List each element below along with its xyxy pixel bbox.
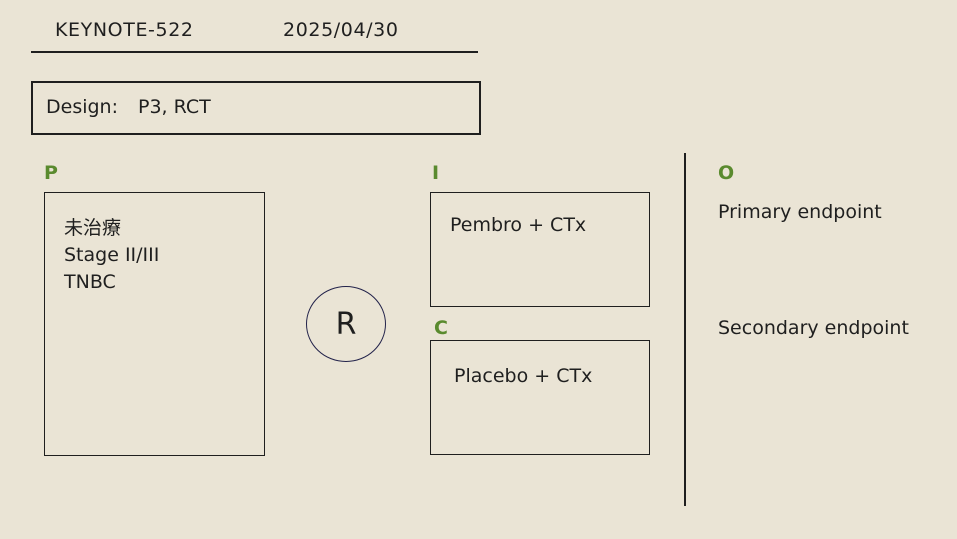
outcome-divider [684,153,686,506]
trial-name: KEYNOTE-522 [55,19,194,41]
design-box: Design: P3, RCT [31,81,481,135]
population-line-disease: TNBC [64,271,116,293]
header-divider [31,51,478,53]
comparator-box: Placebo + CTx [430,340,650,455]
design-value: P3, RCT [138,96,211,118]
primary-endpoint: Primary endpoint [718,201,882,223]
population-line-treatment-status: 未治療 [64,217,122,239]
comparator-letter: C [434,317,448,339]
population-lines: 未治療 Stage II/III TNBC [64,215,159,296]
outcome-letter: O [718,162,735,184]
intervention-letter: I [432,162,440,184]
design-label: Design: [46,96,119,118]
randomization-circle: R [306,286,386,362]
population-letter: P [44,162,58,184]
trial-date: 2025/04/30 [283,19,399,41]
comparator-text: Placebo + CTx [454,365,593,387]
intervention-text: Pembro + CTx [450,214,587,236]
population-box: 未治療 Stage II/III TNBC [44,192,265,456]
intervention-box: Pembro + CTx [430,192,650,307]
population-line-stage: Stage II/III [64,244,160,266]
secondary-endpoint: Secondary endpoint [718,317,909,339]
